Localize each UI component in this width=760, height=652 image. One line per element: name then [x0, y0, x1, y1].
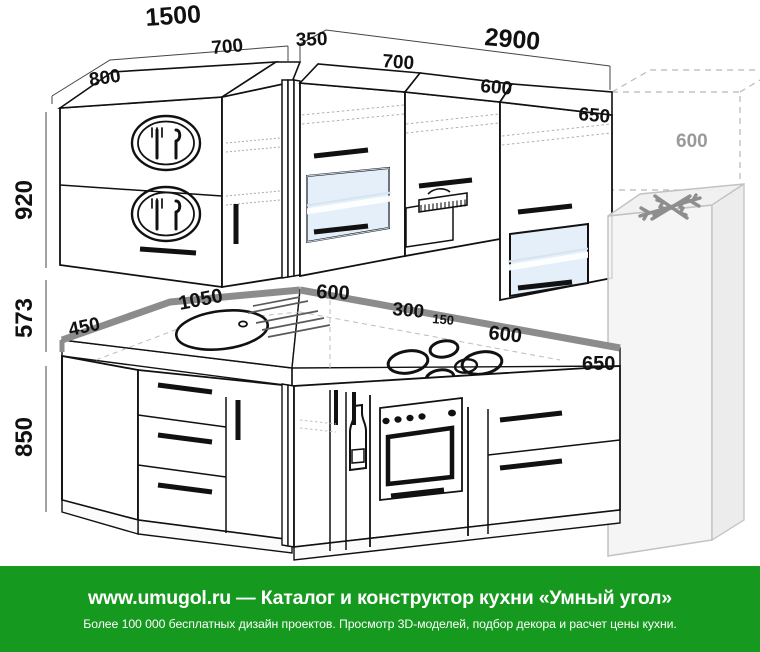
dim-top-left-800: 800	[88, 66, 122, 91]
dim-corner-350: 350	[295, 29, 327, 51]
cabinet-handle	[517, 203, 573, 291]
dim-phantom-600: 600	[676, 131, 708, 152]
sink-drainer-grooves	[247, 296, 331, 338]
glass-door-panel	[508, 222, 589, 298]
banner-subtext: Более 100 000 бесплатных дизайн проектов…	[83, 617, 677, 631]
base-cabinets-left	[61, 354, 293, 554]
counter-footprint-guides	[95, 300, 561, 370]
wall-guide-line	[299, 419, 337, 433]
dim-vertical-850: 850	[11, 417, 38, 457]
shelf-guide-lines	[225, 136, 292, 206]
site-promo-banner: www.umugol.ru — Каталог и конструктор ку…	[0, 566, 760, 652]
corner-column-joint	[281, 79, 301, 279]
dim-top-right-700: 700	[382, 51, 415, 74]
banner-headline: www.umugol.ru — Каталог и конструктор ку…	[88, 587, 672, 609]
oven-icon	[379, 396, 463, 502]
cutlery-icon	[130, 114, 202, 172]
dimension-leader-lines	[45, 29, 611, 512]
cabinet-handle	[139, 246, 197, 256]
dim-top-right-650: 650	[578, 104, 611, 128]
upper-left-door-split	[59, 184, 223, 197]
dim-vertical-573: 573	[11, 298, 38, 338]
phantom-depth-outline	[611, 69, 760, 191]
dim-top-right-total: 2900	[483, 23, 541, 56]
dim-top-left-total: 1500	[144, 0, 201, 32]
snowflake-icon	[638, 193, 702, 221]
cabinet-handle	[499, 410, 563, 471]
kitchen-isometric-drawing: 1500 800 700 350 2900 700 600 650 600 92…	[11, 0, 760, 561]
glass-door-panel	[306, 166, 391, 244]
upper-cabinets-left-wall	[57, 61, 302, 289]
dim-counter-300: 300	[392, 299, 425, 323]
cabinet-handle	[313, 147, 369, 235]
cabinet-handle	[334, 390, 356, 425]
refrigerator	[607, 182, 745, 557]
range-hood-icon	[405, 188, 468, 248]
sink-bowl-icon	[174, 309, 270, 351]
drawer-front-lines	[137, 397, 227, 533]
cabinet-handle	[157, 382, 241, 495]
dim-counter-150: 150	[432, 311, 455, 328]
cutlery-icon	[130, 185, 202, 243]
drawer-front-lines	[487, 439, 621, 456]
dim-counter-600-stove: 600	[487, 322, 522, 347]
cabinet-handle	[418, 177, 473, 189]
dim-vertical-920: 920	[11, 180, 38, 220]
dim-fridge-650: 650	[582, 353, 615, 375]
dim-top-left-700: 700	[211, 35, 244, 59]
dim-counter-600-corner: 600	[316, 281, 350, 305]
base-corner-joint	[281, 383, 295, 548]
shelf-guide-lines	[301, 104, 612, 146]
dim-top-right-600: 600	[480, 76, 513, 100]
